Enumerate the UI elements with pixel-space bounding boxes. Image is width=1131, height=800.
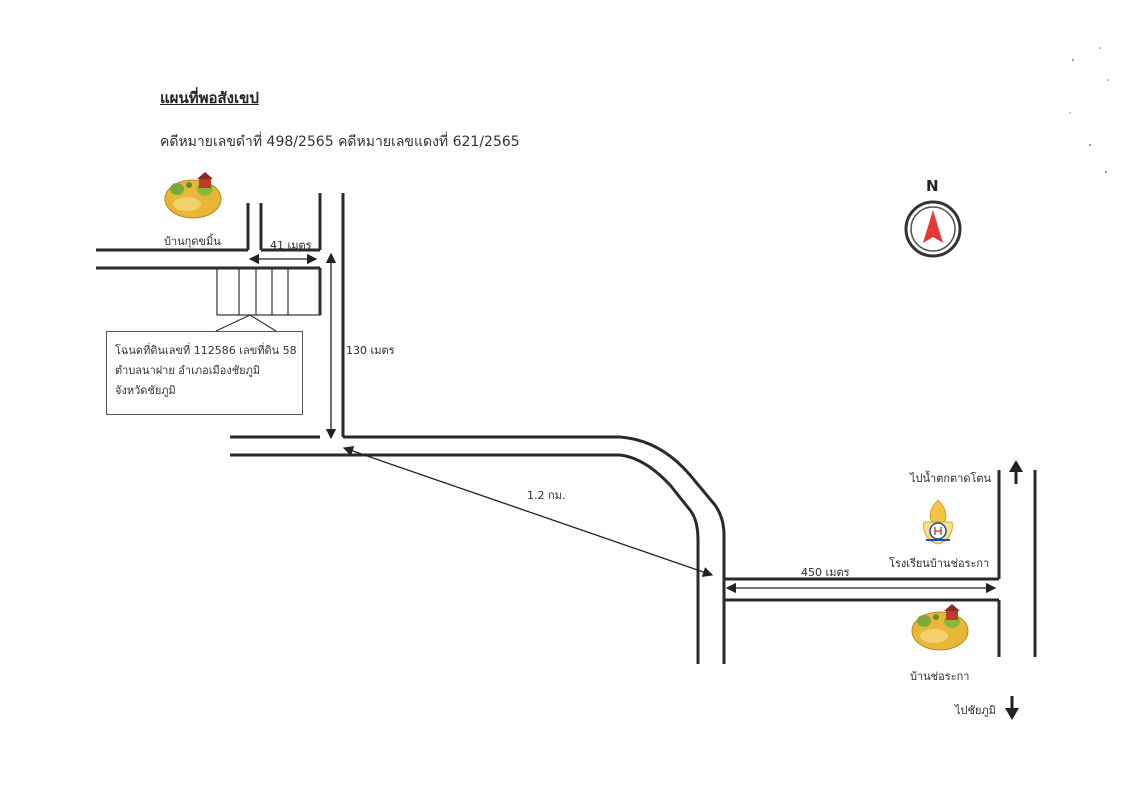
road-curve-top-edge — [343, 435, 726, 664]
distance-label-41m: 41 เมตร — [270, 239, 312, 252]
distance-label-450m: 450 เมตร — [801, 566, 850, 579]
direction-label-north: ไปน้ำตกตาดโตน — [910, 472, 992, 485]
case-number-line: คดีหมายเลขดำที่ 498/2565 คดีหมายเลขแดงที… — [160, 134, 520, 150]
deed-line-3: จังหวัดชัยภูมิ — [115, 384, 176, 397]
deed-info-box: โฉนดที่ดินเลขที่ 112586 เลขที่ดิน 58 ตำบ… — [106, 331, 303, 415]
road-curve-bottom-edge — [230, 453, 700, 664]
village-label-kut-khamin: บ้านกุดขมิ้น — [164, 235, 221, 248]
deed-line-2: ตำบลนาฝาย อำเภอเมืองชัยภูมิ — [115, 364, 261, 377]
school-label: โรงเรียนบ้านช่อระกา — [889, 557, 990, 570]
arrow-down-icon — [1005, 708, 1019, 720]
arrow-up-icon — [1009, 460, 1023, 472]
village-icon — [911, 604, 969, 651]
dimension-1-2km-arrow — [342, 446, 714, 577]
school-emblem-icon — [923, 499, 953, 545]
village-label-cho-raka: บ้านช่อระกา — [910, 670, 970, 683]
compass-north-label: N — [926, 177, 939, 195]
deed-line-1: โฉนดที่ดินเลขที่ 112586 เลขที่ดิน 58 — [115, 344, 297, 357]
plot-outline — [216, 267, 321, 316]
scan-speckles — [1069, 47, 1109, 173]
road-network — [96, 193, 1037, 664]
land-plots — [215, 267, 321, 332]
distance-label-130m: 130 เมตร — [346, 344, 395, 357]
page-title: แผนที่พอสังเขป — [160, 89, 259, 107]
compass-needle-icon — [923, 210, 943, 243]
direction-arrows — [1005, 460, 1023, 720]
compass-icon — [904, 200, 962, 258]
distance-label-1-2km: 1.2 กม. — [527, 489, 566, 502]
village-icon — [164, 172, 222, 219]
direction-label-south: ไปชัยภูมิ — [955, 704, 996, 717]
deed-callout-lines — [215, 314, 277, 332]
